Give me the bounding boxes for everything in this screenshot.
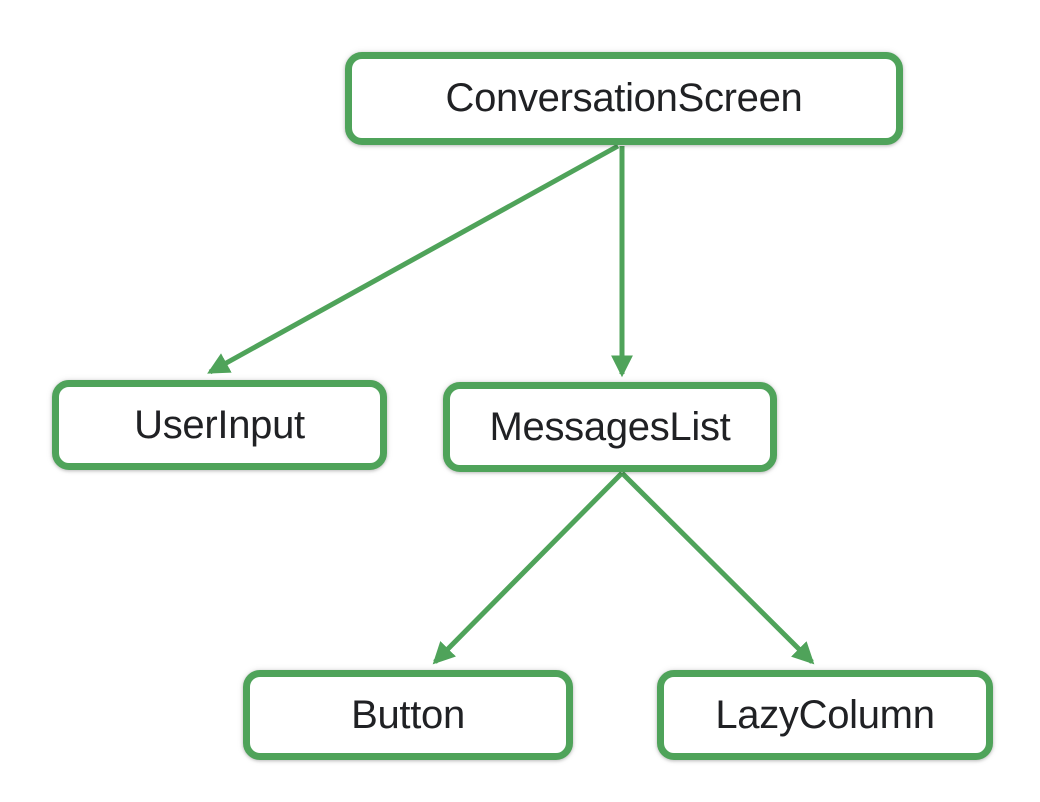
node-lazy-column-label: LazyColumn bbox=[715, 692, 935, 737]
node-conversation-screen-label: ConversationScreen bbox=[445, 76, 803, 120]
node-user-input-label: UserInput bbox=[134, 402, 305, 447]
node-button-label: Button bbox=[351, 692, 465, 737]
node-user-input: UserInput bbox=[52, 380, 387, 470]
node-messages-list: MessagesList bbox=[443, 382, 777, 472]
node-lazy-column: LazyColumn bbox=[657, 670, 993, 760]
edge-messageslist-to-button bbox=[432, 471, 624, 665]
node-conversation-screen: ConversationScreen bbox=[345, 52, 903, 145]
edge-conversationscreen-to-userinput bbox=[207, 143, 620, 375]
node-button: Button bbox=[243, 670, 573, 760]
edge-messageslist-to-lazycolumn bbox=[620, 471, 815, 665]
node-messages-list-label: MessagesList bbox=[489, 404, 731, 449]
